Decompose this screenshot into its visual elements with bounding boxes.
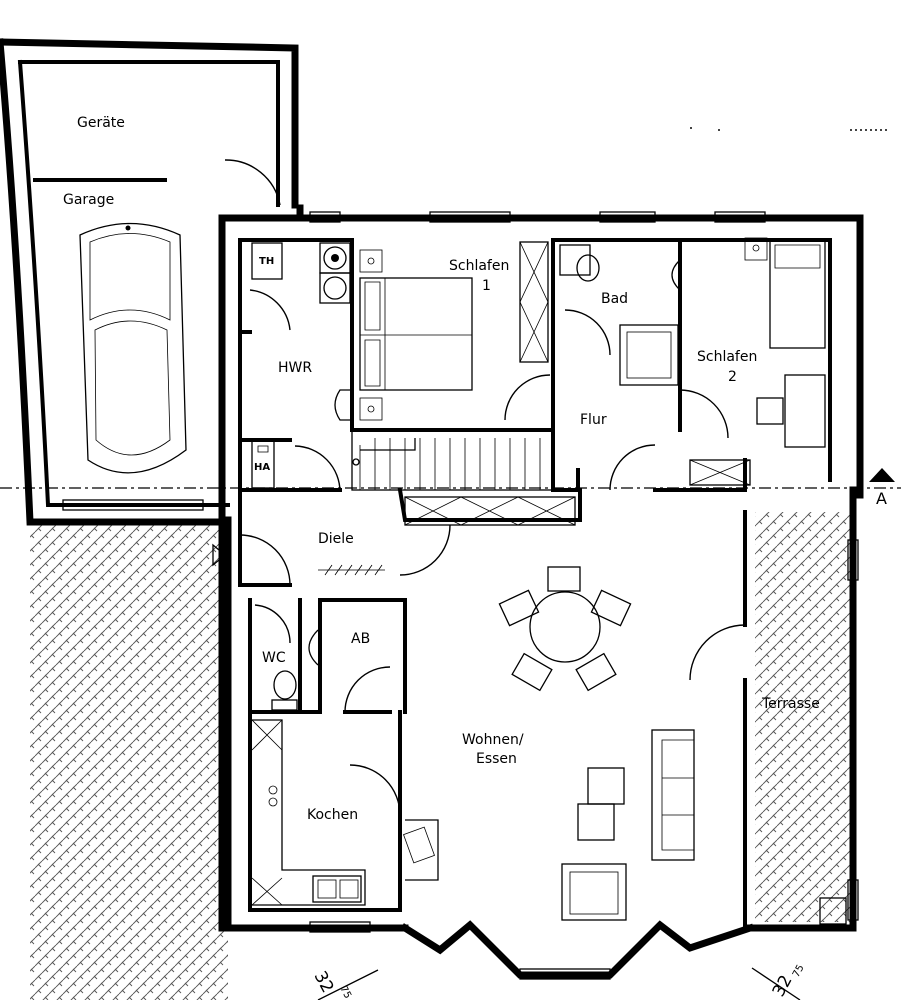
fixture-label-ha: HA [254, 462, 270, 473]
room-label-flur: Flur [580, 412, 607, 428]
room-label-ab: AB [351, 631, 370, 647]
room-label-wc: WC [262, 650, 286, 666]
living-furniture [403, 729, 695, 921]
room-label-wohnen: Wohnen/ [462, 732, 524, 748]
elevation-left: 32 75 [310, 968, 379, 1000]
wardrobes [318, 241, 751, 576]
elevation-right-sup: 75 [791, 963, 807, 979]
room-label-schlafen-1: Schlafen [449, 258, 509, 274]
room-label-garage: Garage [63, 192, 114, 208]
room-label-geraete: Geräte [77, 115, 125, 131]
terrace-paving [755, 512, 850, 922]
bathroom-fixtures [559, 244, 681, 386]
room-label-kochen: Kochen [307, 807, 358, 823]
room-label-diele: Diele [318, 531, 354, 547]
dining-table [498, 566, 632, 692]
fixture-label-th: TH [259, 256, 274, 267]
staircase [351, 429, 553, 491]
driveway-paving [30, 525, 228, 1000]
double-bed [359, 249, 473, 421]
room-label-hwr: HWR [278, 360, 312, 376]
section-line [0, 468, 901, 925]
wc-fixtures [271, 629, 319, 711]
house-walls [218, 204, 864, 979]
room-number-schlafen-1: 1 [482, 278, 491, 294]
section-marker-a: A [876, 489, 887, 508]
garage-walls [0, 38, 299, 526]
windows [62, 211, 859, 980]
scan-marks [690, 127, 890, 131]
interior-walls [238, 238, 832, 930]
room-label-essen: Essen [476, 751, 517, 767]
car-symbol [79, 222, 187, 474]
room-label-schlafen-2: Schlafen [697, 349, 757, 365]
kitchen-units [251, 719, 366, 906]
room-number-schlafen-2: 2 [728, 369, 737, 385]
doors [224, 159, 746, 816]
elevation-right: 32 75 [751, 963, 807, 1000]
elevation-left-sup: 75 [337, 984, 353, 1000]
room-label-terrasse: Terrasse [761, 696, 820, 712]
single-bed [744, 237, 826, 448]
room-label-bad: Bad [601, 291, 628, 307]
